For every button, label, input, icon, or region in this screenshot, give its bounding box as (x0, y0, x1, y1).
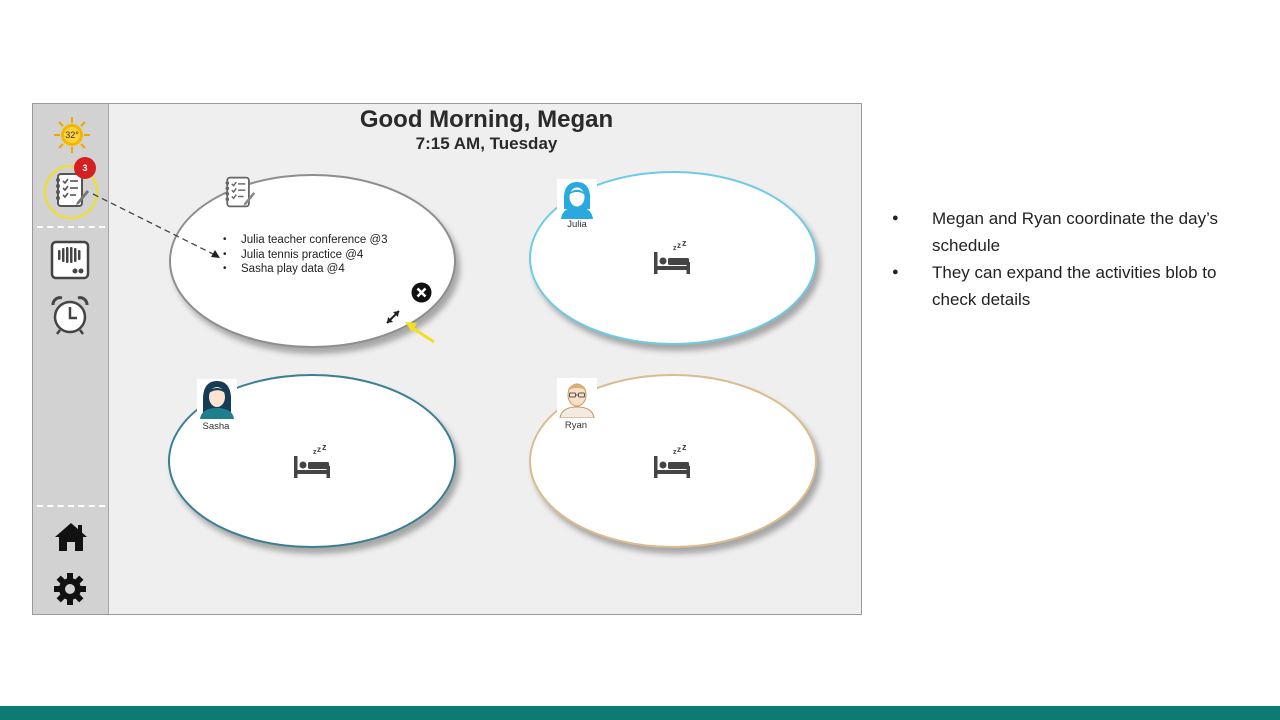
time-label: 7:15 AM, Tuesday (415, 134, 558, 153)
girl-avatar-icon (561, 182, 593, 219)
close-icon (411, 282, 432, 303)
svg-text:z: z (682, 240, 687, 248)
notebook-icon (56, 173, 89, 207)
family-hub-screen: 32° 3 (32, 103, 862, 615)
weather-widget[interactable]: 32° (53, 116, 91, 154)
sidebar-divider (37, 226, 105, 228)
notes-highlight-ring (44, 165, 98, 219)
member-name: Ryan (564, 420, 588, 431)
notification-badge: 3 (74, 157, 96, 179)
gear-icon (54, 573, 86, 605)
close-button[interactable] (411, 282, 432, 303)
alarm-button[interactable] (49, 294, 91, 336)
notebook-icon (225, 176, 256, 208)
man-avatar-icon (559, 383, 595, 419)
member-name: Sasha (202, 421, 230, 432)
home-icon (55, 523, 87, 551)
activity-list: Julia teacher conference @3 Julia tennis… (223, 233, 388, 277)
member-name: Julia (567, 219, 587, 230)
greeting-title: Good Morning, Megan (359, 106, 614, 133)
speaker-device-icon (50, 240, 90, 280)
list-item: Megan and Ryan coordinate the day’s sche… (890, 205, 1250, 259)
svg-text:z: z (682, 444, 687, 452)
sidebar-divider (37, 505, 105, 507)
sleep-status: z z z (652, 238, 692, 276)
list-item: Sasha play data @4 (223, 262, 388, 277)
sleep-status: z z z (652, 442, 692, 480)
temperature-label: 32° (65, 130, 79, 140)
sleeping-bed-icon: z z z (654, 238, 690, 274)
settings-button[interactable] (51, 570, 89, 608)
activities-icon-wrap (219, 171, 259, 213)
svg-text:z: z (677, 241, 681, 250)
sidebar: 32° 3 (33, 104, 109, 614)
svg-text:z: z (313, 449, 317, 456)
woman-avatar-icon (200, 381, 234, 419)
list-item: Julia teacher conference @3 (223, 233, 388, 248)
sleeping-bed-icon: z z z (654, 442, 690, 478)
svg-text:z: z (322, 444, 327, 452)
pointer-arrow (410, 325, 435, 344)
footer-bar (0, 706, 1280, 720)
svg-text:z: z (673, 449, 677, 456)
sun-icon (54, 117, 90, 153)
avatar (557, 179, 597, 219)
list-item: Julia tennis practice @4 (223, 248, 388, 263)
sleeping-bed-icon: z z z (294, 442, 330, 478)
sleep-status: z z z (292, 442, 332, 480)
home-button[interactable] (51, 519, 91, 555)
slide-notes: Megan and Ryan coordinate the day’s sche… (890, 205, 1250, 313)
svg-text:z: z (317, 445, 321, 454)
avatar (197, 379, 237, 419)
notes-button[interactable] (51, 170, 91, 210)
expand-button[interactable] (383, 307, 403, 327)
avatar (557, 378, 597, 419)
alarm-clock-icon (51, 296, 89, 335)
device-button[interactable] (50, 240, 90, 280)
list-item: They can expand the activities blob to c… (890, 259, 1250, 313)
svg-text:z: z (673, 245, 677, 252)
svg-text:z: z (677, 445, 681, 454)
expand-icon (386, 310, 400, 324)
